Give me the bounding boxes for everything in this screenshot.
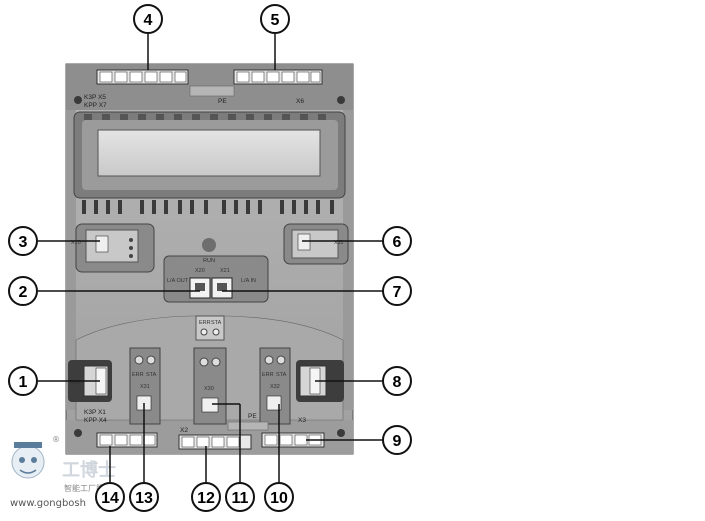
robot-mascot-icon [11, 442, 45, 479]
callout-14: 14 [95, 482, 125, 512]
callout-13: 13 [129, 482, 159, 512]
callout-12-label: 12 [197, 490, 215, 507]
terminal-block-top-left [96, 69, 189, 85]
sta-label-x32: STA [276, 372, 287, 378]
left-port-label: X10 [71, 240, 81, 246]
bottom-right-label: X3 [298, 417, 306, 424]
top-left-label-1: K3P X5 [84, 94, 106, 101]
eth-right-port-label: X21 [220, 268, 230, 274]
screw-icons [74, 96, 345, 437]
watermark-url: www.gongbosh [10, 498, 86, 509]
display-panel [73, 111, 346, 199]
registered-mark: ® [52, 435, 60, 444]
eth-left-sub-label: L/A OUT [167, 278, 189, 284]
x32-label: X32 [270, 384, 280, 390]
terminal-block-top-right [233, 69, 323, 85]
eth-run-label: RUN [203, 258, 215, 264]
sta-label-x31: STA [146, 372, 157, 378]
left-card-label: X40 [70, 380, 80, 386]
err-label-top: ERR [199, 320, 211, 326]
callout-3-label: 3 [19, 234, 28, 251]
callout-6: 6 [382, 226, 412, 256]
sta-label-top: STA [211, 320, 222, 326]
err-label-x31: ERR [132, 372, 144, 378]
callout-10-label: 10 [270, 490, 288, 507]
callout-8-label: 8 [393, 374, 402, 391]
bottom-left-label-2: KPP X4 [84, 417, 107, 424]
callout-1: 1 [8, 366, 38, 396]
top-left-label-2: KPP X7 [84, 102, 107, 109]
callout-9-label: 9 [393, 433, 402, 450]
pe-connector-top: PE [189, 85, 235, 105]
callout-7: 7 [382, 276, 412, 306]
callout-6-label: 6 [393, 234, 402, 251]
callout-14-label: 14 [101, 490, 119, 507]
module-x32: ERR STA X32 [259, 347, 291, 425]
module-x31: ERR STA X31 [129, 347, 161, 425]
x30-label: X30 [204, 386, 214, 392]
watermark-brand: 工博士 [62, 459, 116, 481]
callout-2-label: 2 [19, 284, 28, 301]
top-right-label: X6 [296, 98, 304, 105]
callout-5: 5 [260, 4, 290, 34]
right-port-label: X11 [334, 240, 343, 246]
err-label-x32: ERR [262, 372, 274, 378]
bottom-mid-label: X2 [180, 427, 188, 434]
callout-11: 11 [225, 482, 255, 512]
callout-2: 2 [8, 276, 38, 306]
callout-11-label: 11 [232, 490, 249, 507]
pe-connector-bottom [227, 421, 269, 431]
bottom-pe-label: PE [248, 413, 257, 420]
module-x30: X30 [193, 347, 227, 425]
callout-9: 9 [382, 425, 412, 455]
callout-3: 3 [8, 226, 38, 256]
callout-12: 12 [191, 482, 221, 512]
eth-left-port-label: X20 [195, 268, 205, 274]
callout-4-label: 4 [144, 12, 153, 29]
eth-right-sub-label: L/A IN [241, 278, 256, 284]
callout-4: 4 [133, 4, 163, 34]
callout-markers: 4 5 3 6 2 7 1 8 9 14 13 12 11 10 [8, 4, 412, 512]
x31-label: X31 [140, 384, 150, 390]
top-mid-label: PE [218, 98, 227, 105]
callout-13-label: 13 [135, 490, 153, 507]
port-x10: X10 [71, 223, 155, 273]
port-x11: X11 [283, 223, 349, 265]
keypad-row [82, 200, 334, 214]
callout-8: 8 [382, 366, 412, 396]
leader-lines [38, 34, 383, 483]
callout-10: 10 [264, 482, 294, 512]
terminal-block-bottom-left [96, 432, 158, 448]
callout-1-label: 1 [19, 374, 28, 391]
callout-7-label: 7 [393, 284, 402, 301]
watermark: ® 工博士 智能工厂服务商 www.gongbosh [10, 435, 120, 509]
watermark-sub: 智能工厂服务商 [64, 483, 120, 493]
terminal-block-bottom-mid [178, 434, 252, 450]
bottom-left-label-1: K3P X1 [84, 409, 106, 416]
callout-5-label: 5 [271, 12, 280, 29]
